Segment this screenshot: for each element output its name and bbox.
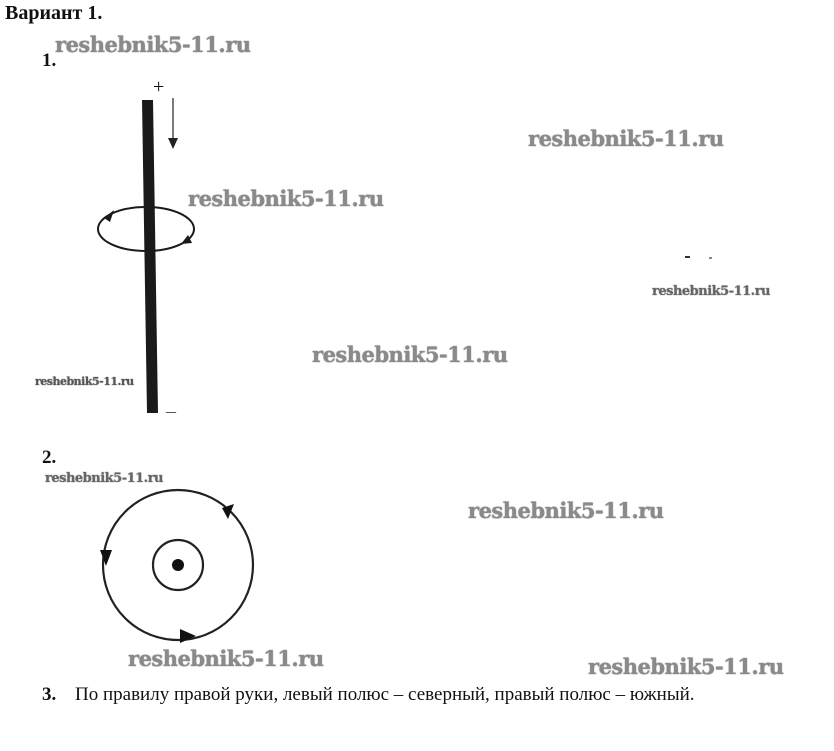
variant-title: Вариант 1. (5, 2, 103, 24)
conductor-circle (151, 538, 205, 592)
watermark: reshebnik5-11.ru (35, 375, 134, 388)
conductor-bar (142, 100, 158, 413)
watermark: reshebnik5-11.ru (55, 32, 251, 57)
field-arrow-left (100, 550, 112, 566)
stray-mark (709, 257, 712, 259)
field-line-ellipse (97, 206, 195, 252)
watermark: reshebnik5-11.ru (652, 284, 771, 299)
task-2-diagram (100, 488, 255, 643)
watermark: reshebnik5-11.ru (188, 186, 384, 211)
watermark: reshebnik5-11.ru (312, 342, 508, 367)
current-dot (172, 559, 184, 571)
plus-pole-label: + (153, 76, 165, 98)
task-1-number: 1. (42, 50, 57, 71)
field-arrow-top (222, 504, 234, 519)
task-3-number: 3. (42, 684, 57, 705)
current-arrow-head (168, 138, 178, 149)
watermark: reshebnik5-11.ru (128, 646, 324, 671)
minus-pole-label: – (166, 400, 176, 422)
field-line-circle (101, 488, 255, 642)
task-1-diagram (97, 98, 712, 413)
watermark: reshebnik5-11.ru (528, 126, 724, 151)
stray-mark (685, 256, 690, 258)
field-arrow-left (104, 210, 114, 222)
watermark: reshebnik5-11.ru (45, 471, 164, 486)
task-3-answer: По правилу правой руки, левый полюс – се… (75, 684, 695, 705)
task-2-number: 2. (42, 447, 57, 468)
field-arrow-right (181, 235, 192, 244)
watermark: reshebnik5-11.ru (468, 498, 664, 523)
watermark: reshebnik5-11.ru (588, 654, 784, 679)
field-arrow-bottom (180, 629, 196, 643)
